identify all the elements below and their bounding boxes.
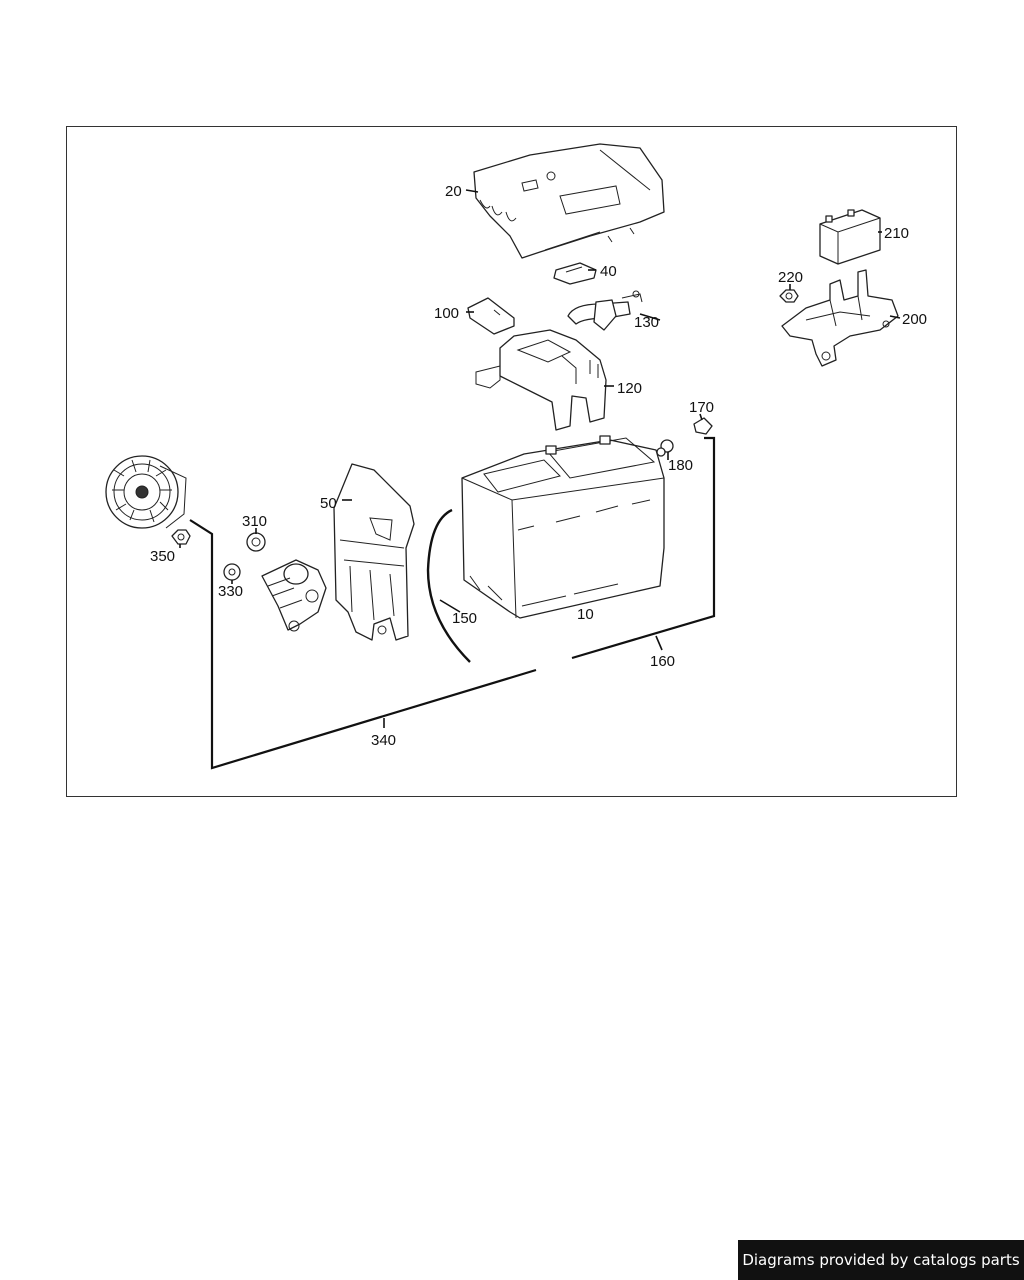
main-battery-part-10[interactable] [461, 435, 665, 619]
part-labels: 20 40 100 130 120 210 220 200 170 180 50… [150, 183, 927, 749]
battery-bracket-part-200[interactable] [781, 269, 899, 367]
label-220: 220 [778, 269, 803, 286]
label-100: 100 [434, 305, 459, 322]
leader-lines [179, 189, 901, 728]
label-50: 50 [320, 495, 337, 512]
vent-plug-part-180[interactable] [656, 439, 674, 457]
footer-banner: Diagrams provided by catalogs parts [738, 1240, 1024, 1280]
clip-part-170[interactable] [693, 417, 713, 435]
fuse-carrier-part-120[interactable] [475, 329, 607, 431]
label-160: 160 [650, 653, 675, 670]
alternator[interactable] [105, 455, 187, 529]
washer-part-330[interactable] [223, 563, 241, 581]
vent-hose-part-150[interactable] [426, 508, 471, 663]
nut-part-220[interactable] [779, 289, 799, 303]
auxiliary-battery-part-210[interactable] [819, 209, 881, 265]
label-200: 200 [902, 311, 927, 328]
label-20: 20 [445, 183, 462, 200]
label-310: 310 [242, 513, 267, 530]
label-210: 210 [884, 225, 909, 242]
label-130: 130 [634, 314, 659, 331]
cable-bridge-part-130[interactable] [567, 290, 643, 331]
nut-part-350[interactable] [171, 529, 191, 545]
label-340: 340 [371, 732, 396, 749]
cable-bracket-340 [189, 519, 537, 770]
starter-motor[interactable] [261, 559, 327, 632]
heat-shield-part-50[interactable] [333, 463, 415, 641]
label-330: 330 [218, 583, 243, 600]
label-170: 170 [689, 399, 714, 416]
label-40: 40 [600, 263, 617, 280]
clamp-part-40[interactable] [553, 262, 597, 285]
label-10: 10 [577, 606, 594, 623]
cable-bracket-160 [571, 436, 716, 660]
label-150: 150 [452, 610, 477, 627]
battery-cover-part-20[interactable] [473, 143, 665, 259]
label-350: 350 [150, 548, 175, 565]
cover-plate-part-100[interactable] [467, 297, 515, 335]
bushing-part-310[interactable] [246, 532, 266, 552]
label-120: 120 [617, 380, 642, 397]
label-180: 180 [668, 457, 693, 474]
